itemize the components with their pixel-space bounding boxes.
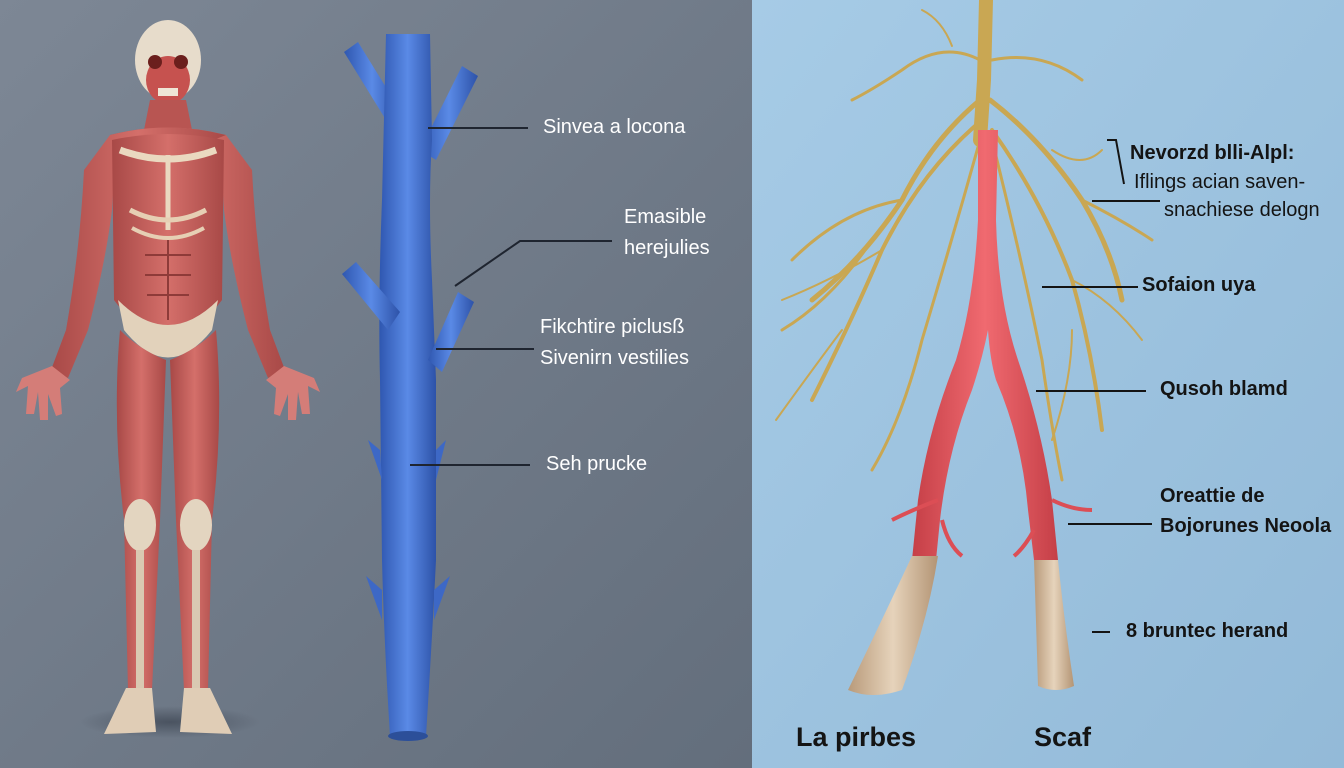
nerve-label-4-line-1: Oreattie de — [1160, 485, 1265, 507]
bone-icon — [848, 556, 1074, 695]
vein-label-2-line-2: herejulies — [624, 237, 710, 259]
left-panel-art — [0, 0, 752, 768]
artery-icon — [891, 130, 1093, 560]
vein-label-2: Emasible herejulies — [624, 202, 710, 264]
nerve-label-1-sub: Iflings acian saven- snachiese delogn — [1134, 168, 1320, 224]
blue-vein-icon — [342, 34, 478, 741]
caption-right: Scaf — [1034, 722, 1092, 752]
vein-leader-lines — [410, 127, 612, 466]
nerve-label-1-line-3: snachiese delogn — [1164, 199, 1320, 221]
nerve-label-4-line-2: Bojorunes Neoola — [1160, 515, 1332, 537]
vein-label-1: Sinvea a locona — [543, 116, 686, 138]
vein-label-2-line-1: Emasible — [624, 206, 707, 228]
nerve-label-3: Qusoh blamd — [1160, 378, 1288, 400]
vein-label-3-line-1: Fikchtire piclusß — [540, 316, 685, 338]
nerve-label-1-line-1: Nevorzd blli-Alpl: — [1130, 142, 1295, 164]
vein-label-3-line-2: Sivenirn vestilies — [540, 347, 689, 369]
left-panel: Sinvea a locona Emasible herejulies Fikc… — [0, 0, 752, 768]
nerve-label-1: Nevorzd blli-Alpl: — [1130, 138, 1294, 168]
vein-label-4: Seh prucke — [546, 453, 648, 475]
vein-label-3: Fikchtire piclusß Sivenirn vestilies — [540, 312, 689, 374]
caption-left: La pirbes — [796, 722, 917, 752]
nerve-tree-icon — [775, 0, 1154, 482]
human-muscle-figure-icon — [16, 20, 320, 738]
nerve-leader-lines — [1036, 139, 1160, 633]
nerve-label-5: 8 bruntec herand — [1126, 620, 1289, 642]
nerve-label-4: Oreattie de Bojorunes Neoola — [1160, 481, 1331, 541]
right-panel: Nevorzd blli-Alpl: Iflings acian saven- … — [752, 0, 1344, 768]
nerve-label-1-line-2: Iflings acian saven- — [1134, 171, 1306, 193]
nerve-label-2: Sofaion uya — [1142, 274, 1256, 296]
right-panel-art — [752, 0, 1344, 768]
